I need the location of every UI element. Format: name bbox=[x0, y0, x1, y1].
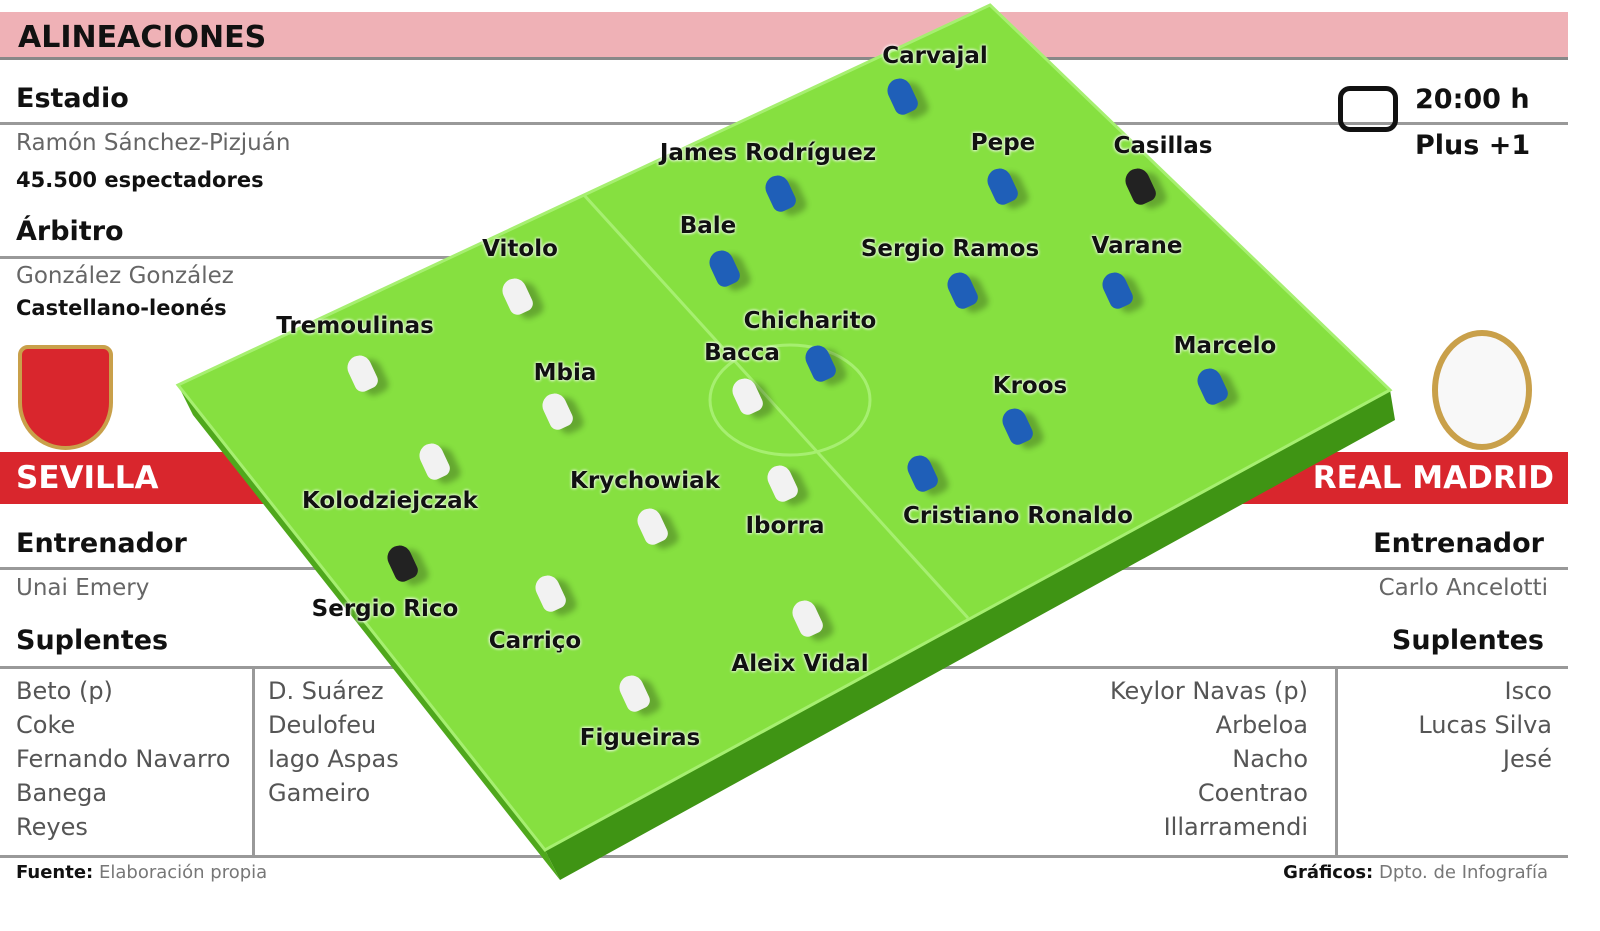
home-player-name: Kolodziejczak bbox=[302, 488, 478, 514]
sub-player: Jesé bbox=[1502, 745, 1552, 773]
away-player-name: Sergio Ramos bbox=[860, 236, 1040, 262]
away-player-name: Varane bbox=[1091, 233, 1183, 259]
sub-player: Reyes bbox=[16, 813, 88, 841]
away-subs-label: Suplentes bbox=[1391, 625, 1544, 656]
graphics-credit: Gráficos: Dpto. de Infografía bbox=[1283, 862, 1548, 883]
home-player-name: Tremoulinas bbox=[276, 313, 434, 339]
away-subs-col2: Isco Lucas Silva Jesé bbox=[1418, 674, 1552, 776]
away-player-name: Marcelo bbox=[1173, 333, 1277, 359]
home-player-name: Carriço bbox=[488, 628, 582, 654]
home-player-name: Mbia bbox=[533, 360, 597, 386]
away-player-name: Chicharito bbox=[743, 308, 877, 334]
away-player-name: James Rodríguez bbox=[659, 140, 877, 166]
sub-player: Beto (p) bbox=[16, 677, 113, 705]
source-credit: Fuente: Elaboración propia bbox=[16, 862, 267, 883]
away-player-name: Bale bbox=[679, 213, 737, 239]
page-title: ALINEACIONES bbox=[18, 20, 267, 55]
home-player-name: Sergio Rico bbox=[311, 596, 459, 622]
tv-channel: Plus +1 bbox=[1415, 130, 1531, 161]
home-player-name: Vitolo bbox=[482, 236, 558, 262]
away-coach: Carlo Ancelotti bbox=[1378, 575, 1548, 601]
divider bbox=[252, 668, 255, 856]
stadium-name: Ramón Sánchez-Pizjuán bbox=[16, 130, 291, 156]
stadium-label: Estadio bbox=[16, 83, 129, 114]
home-player-name: Krychowiak bbox=[570, 468, 720, 494]
source-label: Fuente: bbox=[16, 862, 94, 883]
away-team-name: REAL MADRID bbox=[1312, 460, 1554, 496]
home-coach-label: Entrenador bbox=[16, 528, 187, 559]
sub-player: Deulofeu bbox=[268, 711, 377, 739]
away-player-name: Pepe bbox=[970, 130, 1036, 156]
sub-player: Banega bbox=[16, 779, 108, 807]
away-player-name: Kroos bbox=[992, 373, 1068, 399]
halfway-line bbox=[582, 193, 970, 620]
away-coach-label: Entrenador bbox=[1373, 528, 1544, 559]
sub-player: Fernando Navarro bbox=[16, 745, 231, 773]
match-time: 20:00 h bbox=[1415, 84, 1530, 115]
graphics-text: Dpto. de Infografía bbox=[1379, 862, 1548, 883]
real-madrid-crest bbox=[1432, 330, 1532, 450]
away-player-name: Carvajal bbox=[882, 43, 988, 69]
sub-player: D. Suárez bbox=[268, 677, 384, 705]
divider bbox=[0, 855, 1568, 858]
home-player-name: Aleix Vidal bbox=[731, 651, 869, 677]
tv-icon bbox=[1338, 86, 1398, 132]
home-team-name: SEVILLA bbox=[16, 460, 159, 496]
away-player-name: Casillas bbox=[1113, 133, 1213, 159]
title-bar: ALINEACIONES bbox=[0, 12, 1568, 60]
pitch-surface bbox=[178, 5, 1390, 850]
home-coach: Unai Emery bbox=[16, 575, 150, 601]
stadium-capacity: 45.500 espectadores bbox=[16, 168, 264, 192]
sub-player: Illarramendi bbox=[1163, 813, 1308, 841]
home-subs-label: Suplentes bbox=[16, 625, 169, 656]
sub-player: Isco bbox=[1504, 677, 1552, 705]
home-player-name: Bacca bbox=[704, 340, 780, 366]
center-circle bbox=[708, 343, 872, 457]
sub-player: Nacho bbox=[1232, 745, 1308, 773]
away-subs-col1: Keylor Navas (p) Arbeloa Nacho Coentrao … bbox=[1110, 674, 1308, 844]
home-subs-col1: Beto (p) Coke Fernando Navarro Banega Re… bbox=[16, 674, 230, 844]
sub-player: Keylor Navas (p) bbox=[1109, 677, 1308, 705]
away-player-name: Cristiano Ronaldo bbox=[903, 503, 1133, 529]
sub-player: Iago Aspas bbox=[268, 745, 399, 773]
home-player-name: Iborra bbox=[745, 513, 825, 539]
referee-origin: Castellano-leonés bbox=[16, 296, 227, 320]
sevilla-crest bbox=[18, 345, 113, 450]
graphics-label: Gráficos: bbox=[1283, 862, 1374, 883]
sub-player: Gameiro bbox=[268, 779, 371, 807]
sub-player: Coentrao bbox=[1197, 779, 1308, 807]
referee-label: Árbitro bbox=[16, 216, 124, 247]
sub-player: Arbeloa bbox=[1215, 711, 1308, 739]
home-subs-col2: D. Suárez Deulofeu Iago Aspas Gameiro bbox=[268, 674, 399, 810]
sub-player: Lucas Silva bbox=[1418, 711, 1552, 739]
source-text: Elaboración propia bbox=[98, 862, 268, 883]
home-player-name: Figueiras bbox=[579, 725, 701, 751]
divider bbox=[1335, 668, 1338, 856]
referee-name: González González bbox=[16, 263, 234, 289]
divider bbox=[0, 256, 460, 259]
sub-player: Coke bbox=[16, 711, 76, 739]
